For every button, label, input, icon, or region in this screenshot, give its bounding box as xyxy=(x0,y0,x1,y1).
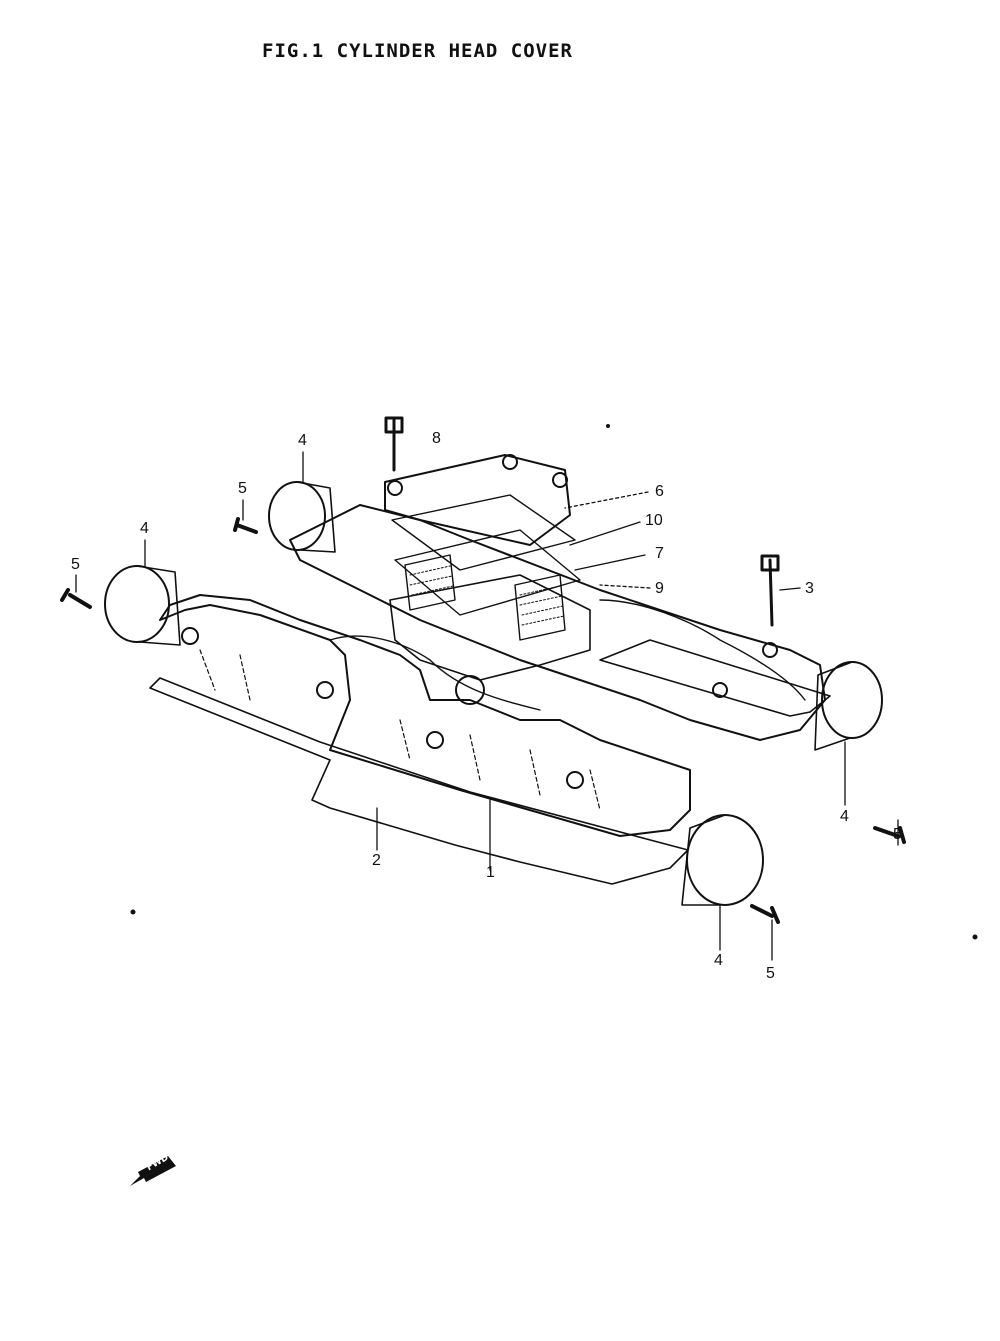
end-cap-rear-right xyxy=(821,661,883,739)
cover-boss xyxy=(181,627,199,645)
cover-boss xyxy=(566,771,584,789)
breather-bolt-boss xyxy=(502,454,518,470)
callout-2: 2 xyxy=(372,852,381,869)
callout-10: 10 xyxy=(645,512,663,529)
cover-boss xyxy=(762,642,778,658)
callout-5a: 5 xyxy=(238,480,247,497)
screw-left xyxy=(60,588,92,609)
cover-boss xyxy=(712,682,728,698)
gasket-outline xyxy=(149,677,689,885)
screw-right-rear xyxy=(873,826,906,844)
breather-mesh xyxy=(409,565,565,626)
callout-4c: 4 xyxy=(714,952,723,969)
callout-6: 6 xyxy=(655,483,664,500)
end-cap-rear-left xyxy=(268,481,326,551)
callout-4b: 4 xyxy=(840,808,849,825)
end-cap-front-left xyxy=(104,565,170,643)
fwd-arrow-icon xyxy=(130,1156,176,1186)
bolt-8 xyxy=(384,416,404,472)
callout-5d: 5 xyxy=(766,965,775,982)
callout-8b: 4 xyxy=(298,432,307,449)
breather-gasket-lower xyxy=(394,529,581,616)
breather-element-right xyxy=(514,574,566,641)
front-cover-body xyxy=(159,594,691,837)
callout-5b: 5 xyxy=(71,556,80,573)
front-cover-fins xyxy=(199,649,601,811)
screw-right-front xyxy=(750,904,780,924)
breather-gasket xyxy=(391,494,576,571)
gasket-rear-outline xyxy=(599,639,831,717)
callout-4a: 4 xyxy=(140,520,149,537)
rear-cover-body xyxy=(289,504,826,741)
front-cover-ridge xyxy=(329,635,541,711)
end-cap-front-right xyxy=(686,814,764,906)
callout-7: 7 xyxy=(655,545,664,562)
breather-cover xyxy=(384,454,571,546)
rear-cover-ridge xyxy=(599,599,806,701)
bolt-3 xyxy=(760,554,780,627)
breather-element-left xyxy=(404,554,456,611)
callout-8: 8 xyxy=(432,430,441,447)
figure-title: FIG.1 CYLINDER HEAD COVER xyxy=(262,40,573,62)
breather-bolt-boss xyxy=(552,472,568,488)
breather-bolt-boss xyxy=(387,480,403,496)
screw-rear-left xyxy=(233,517,258,534)
center-casting xyxy=(389,574,591,681)
cover-boss xyxy=(316,681,334,699)
callout-3: 3 xyxy=(805,580,814,597)
cover-boss xyxy=(426,731,444,749)
callout-5c: 5 xyxy=(893,826,902,843)
callout-1: 1 xyxy=(486,864,495,881)
callout-9: 9 xyxy=(655,580,664,597)
